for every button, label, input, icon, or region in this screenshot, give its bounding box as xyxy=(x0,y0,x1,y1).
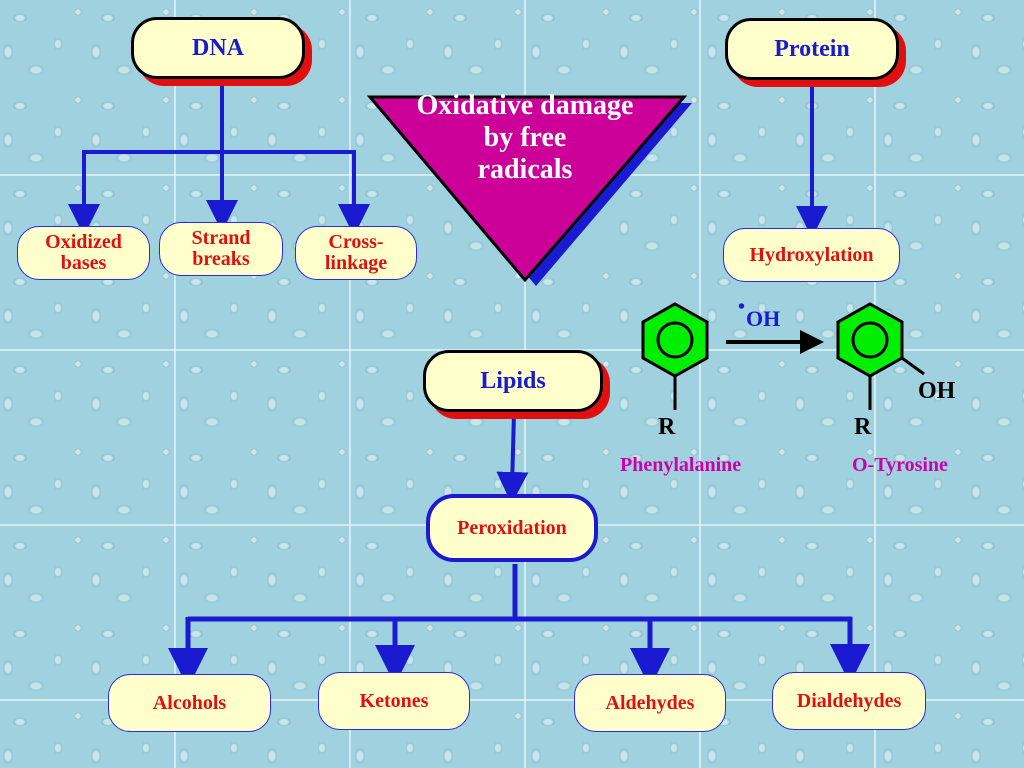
left-substituent: R xyxy=(658,414,676,440)
right-substituent: R xyxy=(854,414,872,440)
product-dialdehydes: Dialdehydes xyxy=(772,672,926,730)
dna-child-strand-breaks: Strand breaks xyxy=(159,222,283,276)
grid-line-v2 xyxy=(349,0,351,768)
central-title: Oxidative damage by free radicals xyxy=(416,90,634,185)
dna-label: DNA xyxy=(192,34,244,61)
lipids-node: Lipids xyxy=(423,350,603,412)
protein-label: Protein xyxy=(774,35,850,62)
tyrosine-ring xyxy=(836,302,904,378)
grid-line-v4 xyxy=(699,0,701,768)
reagent-dot: • xyxy=(738,296,746,318)
dna-node: DNA xyxy=(131,17,305,79)
reagent-label: OH xyxy=(746,306,781,331)
product-alcohols: Alcohols xyxy=(108,674,271,732)
phenylalanine-ring xyxy=(641,302,709,378)
protein-node: Protein xyxy=(725,18,899,80)
product-aldehydes: Aldehydes xyxy=(574,674,726,732)
hydroxyl-label: OH xyxy=(918,378,956,404)
grid-line-h4 xyxy=(0,699,1024,701)
tyrosine-label: O-Tyrosine xyxy=(852,454,948,476)
central-triangle xyxy=(366,95,688,283)
lipids-label: Lipids xyxy=(480,367,546,394)
product-ketones: Ketones xyxy=(318,672,470,730)
lipids-child-peroxidation: Peroxidation xyxy=(426,494,598,562)
dna-child-cross-linkage: Cross- linkage xyxy=(295,226,417,280)
phenylalanine-label: Phenylalanine xyxy=(620,454,742,476)
grid-line-v5 xyxy=(874,0,876,768)
protein-child-hydroxylation: Hydroxylation xyxy=(723,228,900,282)
dna-child-oxidized-bases: Oxidized bases xyxy=(17,226,150,280)
grid-line-v1 xyxy=(174,0,176,768)
